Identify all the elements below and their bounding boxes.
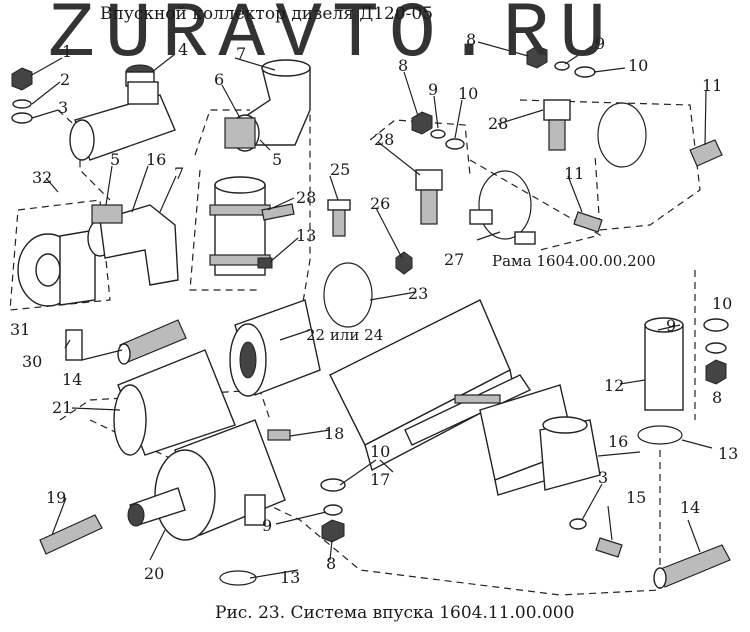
nut-washer-set-upper-right [411, 45, 596, 150]
callout-number: 14 [62, 370, 83, 389]
callout-number: 18 [324, 424, 345, 443]
nut-washer-set-1-3 [11, 67, 33, 124]
callout-number: 9 [262, 516, 273, 535]
frame-label: Рама 1604.00.00.200 [492, 252, 656, 270]
callout-number: 28 [374, 130, 395, 149]
callout-number: 21 [52, 398, 73, 417]
callout-number: 9 [595, 34, 606, 53]
pipe-part-21 [113, 349, 236, 456]
callout-number: 20 [144, 564, 165, 583]
bolt-part-15 [595, 537, 623, 558]
callout-number: 6 [214, 70, 225, 89]
callout-number: 10 [458, 84, 479, 103]
callout-number: 5 [272, 150, 283, 169]
air-cleaner-part-20 [127, 419, 286, 541]
upper-intake-pipe [69, 81, 176, 161]
washer-part-3 [569, 518, 587, 530]
callout-number: 16 [608, 432, 629, 451]
clamp-part-27 [469, 102, 647, 245]
callout-number: 32 [32, 168, 53, 187]
alternative-part-label: 22 или 24 [306, 326, 384, 344]
callout-number: 4 [178, 40, 189, 59]
callout-number: 16 [146, 150, 167, 169]
watermark: ZURAVTO.RU [48, 0, 617, 79]
callout-number: 8 [326, 554, 337, 573]
callout-number: 13 [718, 444, 739, 463]
hose-part-14-lower [653, 544, 731, 589]
callout-number: 17 [370, 470, 391, 489]
callout-number: 19 [46, 488, 67, 507]
callout-number: 28 [296, 188, 317, 207]
callout-number: 11 [564, 164, 585, 183]
hose-part-19 [39, 514, 103, 555]
nut-part-26 [395, 251, 413, 275]
callout-number: 15 [626, 488, 647, 507]
bolt-part-11 [573, 139, 723, 233]
callout-number: 3 [598, 468, 609, 487]
callout-number: 8 [466, 30, 477, 49]
callout-leader-lines [29, 41, 713, 579]
bolt-part-18 [267, 429, 291, 441]
callout-number: 10 [370, 442, 391, 461]
nut-washer-set-lower [320, 318, 729, 543]
callout-number: 23 [408, 284, 429, 303]
flange-part-31 [17, 229, 96, 307]
callout-number: 8 [712, 388, 723, 407]
callout-number: 10 [628, 56, 649, 75]
callout-number: 28 [488, 114, 509, 133]
callout-number: 13 [280, 568, 301, 587]
fitting-part-30 [65, 329, 83, 361]
hose-part-14 [117, 319, 187, 365]
callout-number: 13 [296, 226, 317, 245]
figure-caption: Рис. 23. Система впуска 1604.11.00.000 [215, 603, 575, 623]
support-part-16 [539, 416, 601, 491]
callout-number: 26 [370, 194, 391, 213]
screw-part-25 [327, 199, 351, 237]
callout-number: 5 [110, 150, 121, 169]
callout-number: 9 [428, 80, 439, 99]
bolt-part-28 [415, 99, 571, 225]
callout-number: 27 [444, 250, 465, 269]
callout-number: 7 [174, 164, 185, 183]
elbow-part-7 [224, 59, 311, 152]
callout-number: 3 [58, 98, 69, 117]
clamp-part-13 [219, 257, 683, 586]
elbow-assembly-5-16-7 [87, 204, 179, 286]
sleeve-part-28 [209, 176, 295, 276]
callout-number: 31 [10, 320, 31, 339]
callout-number: 9 [666, 316, 677, 335]
callout-number: 12 [604, 376, 625, 395]
callout-number: 1 [62, 42, 73, 61]
callout-number: 8 [398, 56, 409, 75]
sleeve-part-12 [644, 317, 684, 411]
callout-number: 7 [236, 44, 247, 63]
callout-number: 11 [702, 76, 723, 95]
callout-number: 14 [680, 498, 701, 517]
ring-part-23 [323, 262, 373, 328]
diagram-title: Впускной коллектор дизеля Д120-05 [100, 4, 434, 24]
callout-number: 25 [330, 160, 351, 179]
filter-element-22 [229, 299, 321, 397]
callout-number: 2 [60, 70, 71, 89]
callout-number: 10 [712, 294, 733, 313]
callout-number: 30 [22, 352, 43, 371]
